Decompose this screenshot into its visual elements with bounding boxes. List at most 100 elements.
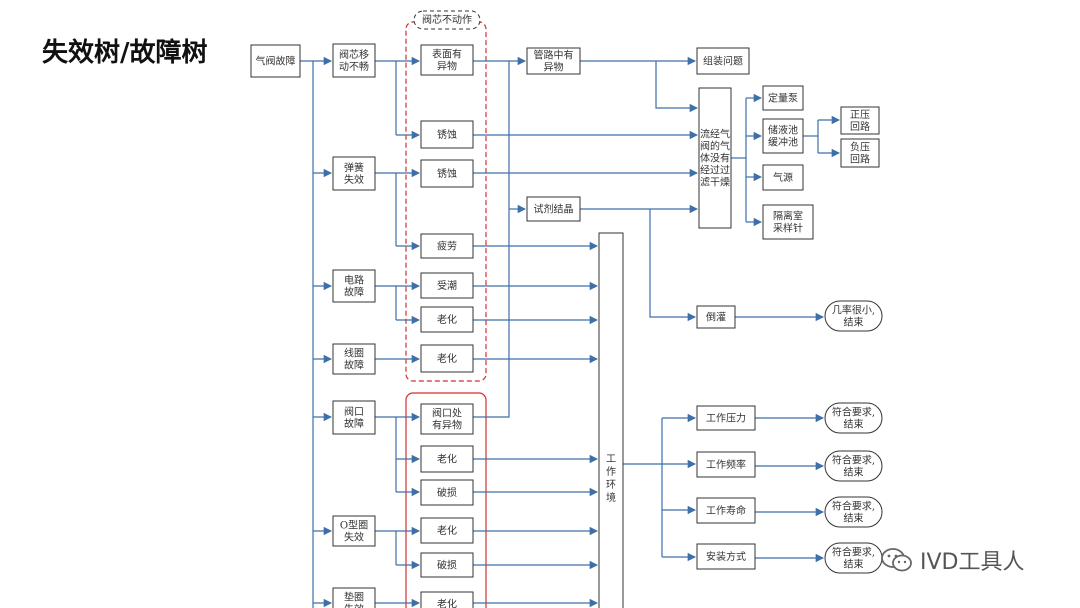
node-label-line: 境 xyxy=(606,491,616,504)
node-label-line: 结束 xyxy=(844,316,864,329)
node-label-line: 异物 xyxy=(544,61,564,74)
node-label-line: 组装问题 xyxy=(703,55,743,68)
node-h4: 安装方式 xyxy=(696,543,756,570)
node-label-line: 动不畅 xyxy=(339,60,369,73)
node-box xyxy=(824,300,883,332)
edge-layer xyxy=(300,56,841,608)
node-label-line: 经过过 xyxy=(700,164,730,177)
node-label-line: 储液池 xyxy=(768,124,798,137)
node-label-line: 采样针 xyxy=(773,222,803,235)
node-label-line: 安装方式 xyxy=(706,550,746,563)
node-box xyxy=(420,306,474,333)
node-box xyxy=(420,403,474,435)
node-b11: 老化 xyxy=(420,517,474,544)
group-seal-solid xyxy=(405,392,487,608)
node-label-line: 垫圈 xyxy=(344,591,364,604)
node-label-line: 符合要求, xyxy=(832,546,875,559)
node-i2: 符合要求,结束 xyxy=(824,450,883,482)
node-box xyxy=(824,450,883,482)
watermark-text: IVD工具人 xyxy=(920,550,1025,575)
node-label-line: 老化 xyxy=(437,524,457,537)
group-label-box xyxy=(413,10,481,30)
node-box xyxy=(332,400,376,435)
node-i4: 符合要求,结束 xyxy=(824,542,883,574)
node-label-line: 正压 xyxy=(850,109,870,121)
node-label-line: 破损 xyxy=(437,486,457,499)
node-box xyxy=(762,85,804,111)
node-label-line: 管路中有 xyxy=(534,49,574,62)
node-box xyxy=(696,497,756,524)
node-box xyxy=(840,138,880,168)
node-label-line: 气源 xyxy=(773,171,793,184)
node-b2: 锈蚀 xyxy=(420,120,474,149)
node-b4: 疲劳 xyxy=(420,233,474,259)
node-box xyxy=(696,451,756,478)
node-label-line: 几率很小, xyxy=(832,304,875,317)
node-label-line: 异物 xyxy=(437,60,457,73)
node-e1: 定量泵 xyxy=(762,85,804,111)
node-label-line: 结束 xyxy=(844,512,864,525)
node-label-line: 线圈 xyxy=(344,347,364,360)
node-b6: 老化 xyxy=(420,306,474,333)
node-box xyxy=(696,543,756,570)
node-box xyxy=(762,118,804,154)
node-box xyxy=(696,47,750,75)
node-label-line: 表面有 xyxy=(432,48,462,61)
node-box xyxy=(332,343,376,375)
node-label-line: 符合要求, xyxy=(832,500,875,513)
node-label-line: 阀的气 xyxy=(700,140,730,153)
node-c2: 试剂结晶 xyxy=(526,196,581,222)
node-box xyxy=(420,552,474,578)
node-box xyxy=(526,47,581,75)
node-b12: 破损 xyxy=(420,552,474,578)
node-box xyxy=(420,120,474,149)
node-box xyxy=(420,159,474,188)
node-label-line: 故障 xyxy=(344,286,364,299)
node-box xyxy=(762,164,804,191)
group-layer: 阀芯不动作 xyxy=(405,10,487,608)
node-label-line: 结束 xyxy=(844,418,864,431)
node-box xyxy=(420,517,474,544)
node-h1: 工作压力 xyxy=(696,405,756,431)
node-box xyxy=(420,272,474,299)
node-label-line: 流经气 xyxy=(700,128,730,141)
node-h3: 工作寿命 xyxy=(696,497,756,524)
node-root: 气阀故障 xyxy=(250,44,301,78)
node-label-line: 定量泵 xyxy=(768,92,798,105)
node-label-line: 锈蚀 xyxy=(437,167,457,180)
node-label-line: 负压 xyxy=(850,141,870,154)
node-label-line: 试剂结晶 xyxy=(534,203,574,216)
node-label-line: 阀芯移 xyxy=(339,48,369,61)
node-label-line: 有异物 xyxy=(432,419,462,432)
node-label-line: 阀口 xyxy=(344,405,364,418)
node-label-line: 工作寿命 xyxy=(706,504,746,517)
node-box xyxy=(824,402,883,434)
node-box xyxy=(824,496,883,528)
edge-c2-g1 xyxy=(649,209,697,322)
node-box xyxy=(526,196,581,222)
node-b5: 受潮 xyxy=(420,272,474,299)
node-box xyxy=(698,87,732,229)
node-box xyxy=(332,269,376,303)
node-d1: 组装问题 xyxy=(696,47,750,75)
node-label-line: 体没有 xyxy=(700,152,730,165)
node-label-line: 故障 xyxy=(344,359,364,372)
node-label-line: 结束 xyxy=(844,466,864,479)
node-b9: 老化 xyxy=(420,445,474,473)
node-label-line: 气阀故障 xyxy=(256,55,296,68)
node-label-line: 符合要求, xyxy=(832,454,875,467)
node-label-line: 结束 xyxy=(844,558,864,571)
node-label-line: 受潮 xyxy=(437,279,457,292)
edge-c1-d2 xyxy=(655,61,699,113)
node-box xyxy=(332,43,376,78)
node-box xyxy=(420,233,474,259)
